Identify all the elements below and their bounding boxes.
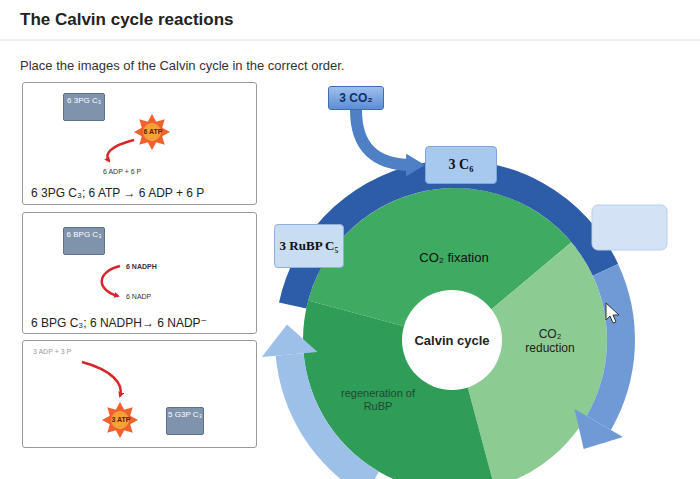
atp-label: 3 ATP — [103, 416, 139, 423]
molecule-chip: 5 G3P C₃ — [166, 407, 204, 435]
reaction-arrow — [102, 266, 120, 296]
product-label: 6 ADP + 6 P — [103, 168, 141, 175]
molecule-chip: 6 3PG C₃ — [63, 93, 105, 121]
cursor-icon — [606, 303, 619, 323]
product-label: 3 ADP + 3 P — [33, 348, 71, 355]
co2-box: 3 CO₂ — [328, 86, 384, 110]
node-text: CO₂ fixation — [419, 250, 488, 266]
ring-arrowhead — [575, 409, 624, 449]
card-caption: 6 BPG C₃; 6 NADPH→ 6 NADP⁻ — [31, 316, 207, 330]
node-text: 3 RuBP C₅ — [280, 239, 339, 254]
atp-star — [134, 114, 170, 150]
product-label: 6 NADP — [126, 293, 151, 300]
drop-box — [592, 205, 667, 250]
image-card: 3 ADP + 3 P 3 ATP 5 G3P C₃ — [22, 340, 257, 448]
node-text: CO₂ reduction — [515, 328, 585, 356]
node-text: regeneration of RuBP — [335, 387, 421, 412]
phase-sector-label: CO₂ reduction — [512, 322, 588, 362]
page-title: The Calvin cycle reactions — [20, 10, 234, 30]
co2-arrow — [356, 110, 412, 165]
reaction-arrow — [107, 140, 134, 161]
cycle-ring — [587, 264, 635, 430]
node-text: 3 C₆ — [449, 157, 474, 173]
rubp-box: 3 RuBP C₅ — [274, 224, 344, 268]
phase-sector-label: regeneration of RuBP — [332, 382, 424, 418]
image-card: 6 BPG C₃ 6 NADPH 6 NADP 6 BPG C₃; 6 NADPH→ … — [22, 212, 257, 334]
product-box: 3 C₆ — [425, 146, 497, 184]
reaction-arrow — [82, 362, 121, 396]
divider — [0, 40, 700, 41]
molecule-chip: 6 BPG C₃ — [63, 227, 105, 255]
atp-star — [102, 402, 138, 438]
reactant-label: 6 NADPH — [126, 263, 157, 270]
node-text: Calvin cycle — [414, 333, 489, 348]
center-circle: Calvin cycle — [402, 290, 502, 390]
image-card: 6 3PG C₃ 6 ATP 6 ADP + 6 P 6 3PG C₃; 6 ATP … — [22, 82, 257, 205]
card-caption: 6 3PG C₃; 6 ATP → 6 ADP + 6 P — [31, 186, 204, 200]
instruction-text: Place the images of the Calvin cycle in … — [20, 58, 344, 73]
cycle-ring — [276, 353, 379, 479]
phase-sector-label: CO₂ fixation — [410, 238, 498, 278]
atp-label: 6 ATP — [135, 128, 171, 135]
arrowhead — [406, 154, 425, 177]
ring-arrowhead — [262, 325, 318, 357]
node-text: 3 CO₂ — [339, 91, 372, 105]
